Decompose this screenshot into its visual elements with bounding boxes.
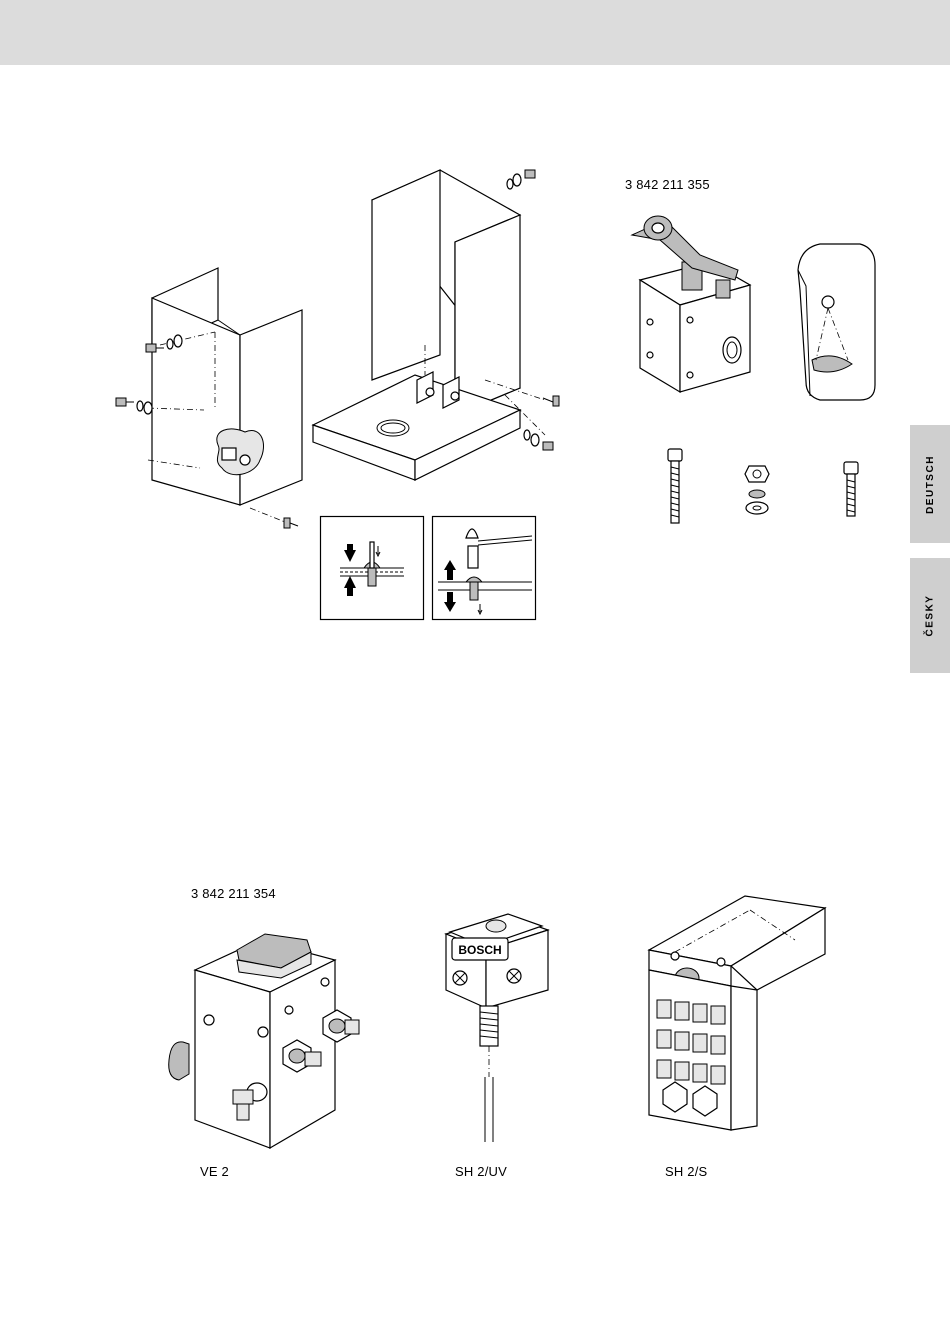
rivet-detail-right — [432, 516, 536, 620]
header-band — [0, 0, 950, 65]
tab-deutsch[interactable]: DEUTSCH — [910, 425, 950, 543]
large-cover-drawing — [305, 160, 565, 490]
caption-ve2: VE 2 — [200, 1164, 229, 1179]
bottom-left-part-number: 3 842 211 354 — [191, 886, 276, 901]
screw-long-icon — [660, 447, 690, 527]
screw-icon — [524, 430, 553, 450]
rivet-icon — [543, 396, 559, 406]
sh2s-holder-drawing — [635, 890, 835, 1140]
ve2-valve-drawing — [165, 920, 375, 1160]
top-right-part-number: 3 842 211 355 — [625, 177, 710, 192]
caption-sh2s: SH 2/S — [665, 1164, 707, 1179]
nut-washer-icon — [742, 462, 772, 522]
caption-sh2uv: SH 2/UV — [455, 1164, 507, 1179]
screw-icon — [507, 170, 535, 189]
roller-valve-drawing — [620, 200, 890, 410]
tab-cesky-label: ČESKY — [925, 595, 936, 637]
screw-icon — [116, 398, 152, 414]
switch-logo-text: BOSCH — [458, 943, 501, 957]
sh2uv-switch-drawing: BOSCH — [438, 912, 558, 1162]
small-cover-drawing — [100, 260, 310, 540]
rivet-icon — [284, 518, 298, 528]
rivet-detail-left — [320, 516, 424, 620]
tab-cesky[interactable]: ČESKY — [910, 558, 950, 673]
tab-deutsch-label: DEUTSCH — [925, 455, 936, 514]
screw-short-icon — [836, 460, 866, 520]
